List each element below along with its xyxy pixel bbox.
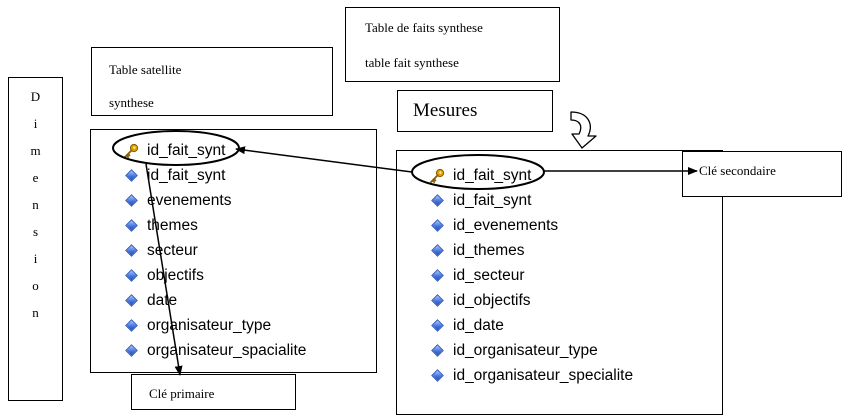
satellite-table: id_fait_synt id_fait_synt evenements themes… [90,129,377,373]
cle-primaire-label: Clé primaire [149,386,215,401]
diamond-icon [429,343,445,359]
fact-field-row[interactable]: id_secteur [429,263,633,288]
satellite-field-name: evenements [147,191,232,209]
cle-primaire-box: Clé primaire [131,374,296,410]
fact-field-name: id_objectifs [453,291,531,309]
satellite-field-name: themes [147,216,198,234]
satellite-title-box: Table satellite synthese [91,47,333,116]
satellite-field-row[interactable]: themes [123,213,306,238]
diamond-icon [429,218,445,234]
dimension-letter: e [32,170,39,185]
diamond-icon [429,293,445,309]
satellite-field-row[interactable]: id_fait_synt [123,138,306,163]
fact-field-name: id_fait_synt [453,191,532,209]
satellite-field-name: secteur [147,241,198,259]
fact-field-row[interactable]: id_evenements [429,213,633,238]
diamond-icon [123,268,139,284]
diamond-icon [123,218,139,234]
diamond-icon [123,318,139,334]
key-icon [123,143,139,159]
fact-field-row[interactable]: id_fait_synt [429,163,633,188]
satellite-field-row[interactable]: id_fait_synt [123,163,306,188]
cle-secondaire-box: Clé secondaire [682,151,842,197]
fact-title-line2: table fait synthese [365,55,459,70]
satellite-field-row[interactable]: organisateur_spacialite [123,338,306,363]
satellite-field-row[interactable]: secteur [123,238,306,263]
key-icon [429,168,445,184]
diamond-icon [123,293,139,309]
fact-field-list: id_fait_synt id_fait_synt id_evenements id_… [429,163,633,388]
satellite-title-line1: Table satellite [109,62,182,77]
satellite-field-row[interactable]: evenements [123,188,306,213]
fact-field-name: id_organisateur_type [453,341,598,359]
fact-title-line1: Table de faits synthese [365,20,483,35]
cle-secondaire-label: Clé secondaire [699,163,776,178]
fact-field-name: id_organisateur_specialite [453,366,634,384]
fact-field-name: id_fait_synt [453,166,532,184]
satellite-title-line2: synthese [109,95,154,110]
dimension-letter: n [32,197,39,212]
fact-field-row[interactable]: id_objectifs [429,288,633,313]
diamond-icon [429,318,445,334]
satellite-field-name: organisateur_spacialite [147,341,307,359]
fact-field-name: id_evenements [453,216,559,234]
mesures-label: Mesures [413,100,478,121]
dimension-letter: D [30,89,41,104]
diamond-icon [123,243,139,259]
diamond-icon [123,343,139,359]
satellite-field-row[interactable]: objectifs [123,263,306,288]
satellite-field-name: date [147,291,178,309]
dimension-letter: n [32,305,39,320]
fact-field-row[interactable]: id_organisateur_type [429,338,633,363]
fact-field-name: id_secteur [453,266,525,284]
dimension-letter: i [33,251,38,266]
diamond-icon [429,368,445,384]
fact-table: id_fait_synt id_fait_synt id_evenements id_… [396,150,723,415]
fact-field-row[interactable]: id_themes [429,238,633,263]
dimension-letter: o [32,278,39,293]
satellite-field-name: id_fait_synt [147,141,226,159]
dimension-letter: s [32,224,39,239]
dimension-box: D i m e n s i o n [8,77,63,401]
fact-field-row[interactable]: id_date [429,313,633,338]
curved-arrow-icon [570,111,597,149]
diamond-icon [429,243,445,259]
satellite-field-name: objectifs [147,266,204,284]
fact-field-name: id_themes [453,241,525,259]
satellite-field-row[interactable]: organisateur_type [123,313,306,338]
dimension-letter: i [33,116,38,131]
dimension-letter: m [30,143,41,158]
dimension-letters: D i m e n s i o n [9,90,62,333]
satellite-field-list: id_fait_synt id_fait_synt evenements themes… [123,138,306,363]
satellite-field-name: id_fait_synt [147,166,226,184]
mesures-box: Mesures [397,90,553,132]
fact-field-name: id_date [453,316,504,334]
diamond-icon [123,168,139,184]
diamond-icon [429,193,445,209]
fact-title-box: Table de faits synthese table fait synth… [345,7,560,82]
satellite-field-row[interactable]: date [123,288,306,313]
fact-field-row[interactable]: id_fait_synt [429,188,633,213]
diamond-icon [123,193,139,209]
fact-field-row[interactable]: id_organisateur_specialite [429,363,633,388]
diamond-icon [429,268,445,284]
satellite-field-name: organisateur_type [147,316,272,334]
